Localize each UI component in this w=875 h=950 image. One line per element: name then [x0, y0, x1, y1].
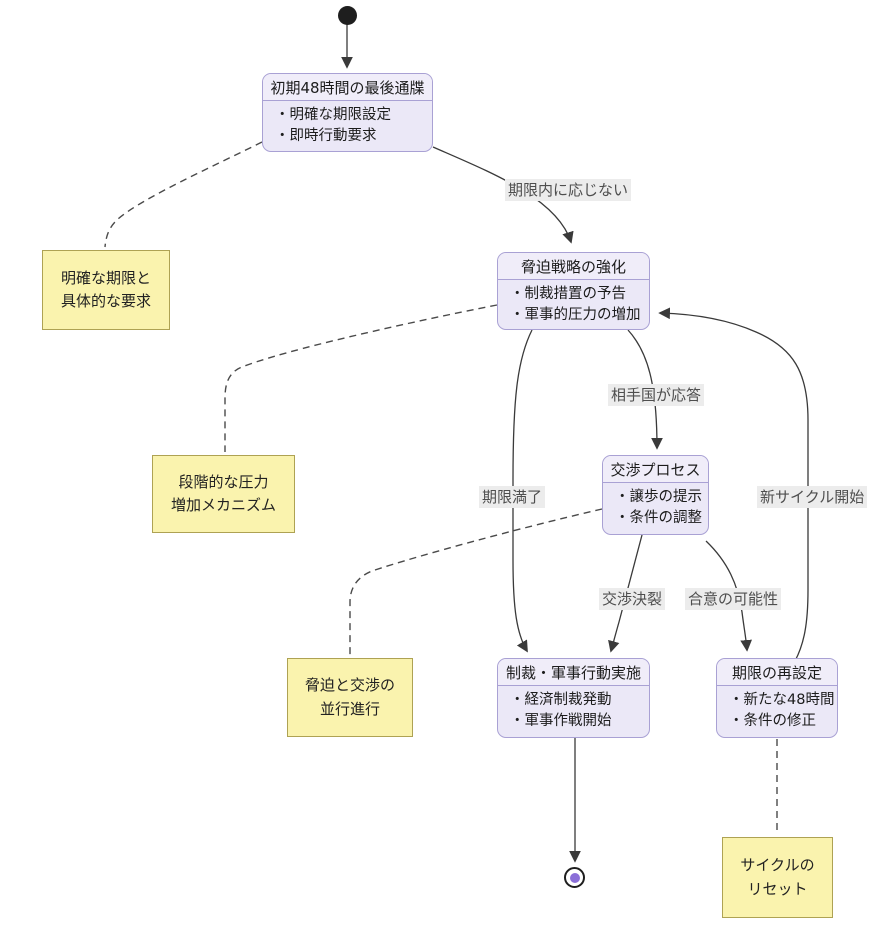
edge-escalation-to-negotiation — [627, 329, 663, 450]
activity-negotiation: 交渉プロセス ・譲歩の提示 ・条件の調整 — [602, 455, 709, 535]
note-line: 脅迫と交渉の — [304, 676, 395, 695]
activity-body-line: ・即時行動要求 — [275, 128, 377, 145]
edge-negotiation-to-note-parallel — [349, 508, 603, 656]
edge-escalation-to-note-pressure — [224, 304, 498, 452]
note-clear-deadline: 明確な期限と 具体的な要求 — [42, 250, 170, 330]
note-parallel: 脅迫と交渉の 並行進行 — [287, 658, 413, 737]
note-pressure: 段階的な圧力 増加メカニズム — [152, 455, 295, 533]
edge-label-breakdown: 交渉決裂 — [599, 588, 666, 611]
activity-ultimatum: 初期48時間の最後通牒 ・明確な期限設定 ・即時行動要求 — [262, 73, 433, 152]
activity-body-line: ・経済制裁発動 — [510, 692, 612, 708]
note-text: 脅迫と交渉の 並行進行 — [305, 674, 395, 721]
activity-title: 期限の再設定 — [717, 659, 837, 686]
activity-body: ・新たな48時間 ・条件の修正 — [717, 686, 837, 737]
edge-negotiation-to-reset — [705, 540, 753, 652]
activity-title: 制裁・軍事行動実施 — [498, 659, 649, 686]
note-line: 明確な期限と — [60, 268, 151, 287]
note-line: 具体的な要求 — [60, 292, 151, 310]
note-line: 段階的な圧力 — [178, 472, 269, 491]
activity-body-line: ・軍事的圧力の増加 — [510, 307, 641, 324]
activity-body: ・明確な期限設定 ・即時行動要求 — [263, 101, 432, 151]
activity-body-line: ・条件の修正 — [729, 713, 816, 730]
end-node-inner-dot — [569, 872, 580, 883]
activity-body-line: ・条件の調整 — [615, 510, 702, 527]
activity-body-line: ・明確な期限設定 — [275, 107, 391, 123]
activity-title: 交渉プロセス — [603, 456, 708, 483]
edge-reset-to-escalation — [658, 307, 809, 662]
edge-ultimatum-to-note-clear-deadline — [104, 141, 263, 248]
note-text: 段階的な圧力 増加メカニズム — [171, 471, 276, 518]
note-cycle-reset: サイクルの リセット — [722, 837, 833, 918]
edge-label-agreement: 合意の可能性 — [685, 588, 782, 611]
note-line: リセット — [747, 879, 808, 898]
activity-title: 脅迫戦略の強化 — [498, 253, 649, 280]
activity-escalation: 脅迫戦略の強化 ・制裁措置の予告 ・軍事的圧力の増加 — [497, 252, 650, 330]
start-node — [338, 6, 357, 25]
activity-reset: 期限の再設定 ・新たな48時間 ・条件の修正 — [716, 658, 838, 738]
activity-body-line: ・新たな48時間 — [729, 692, 835, 708]
note-line: 増加メカニズム — [170, 496, 276, 514]
note-text: 明確な期限と 具体的な要求 — [61, 267, 151, 314]
edge-label-no-response: 期限内に応じない — [505, 179, 632, 202]
activity-body: ・譲歩の提示 ・条件の調整 — [603, 483, 708, 534]
activity-body-line: ・軍事作戦開始 — [510, 713, 612, 730]
edge-escalation-to-action — [512, 329, 533, 653]
activity-body: ・制裁措置の予告 ・軍事的圧力の増加 — [498, 280, 649, 329]
activity-body: ・経済制裁発動 ・軍事作戦開始 — [498, 686, 649, 737]
edge-label-new-cycle: 新サイクル開始 — [757, 486, 868, 509]
note-line: サイクルの — [740, 856, 815, 875]
end-node — [564, 867, 585, 888]
edge-label-deadline-expired: 期限満了 — [479, 486, 546, 509]
edge-label-counterpart-responds: 相手国が応答 — [608, 384, 705, 407]
note-line: 並行進行 — [319, 699, 380, 718]
activity-body-line: ・譲歩の提示 — [615, 489, 702, 505]
edge-negotiation-to-action — [608, 534, 643, 653]
activity-body-line: ・制裁措置の予告 — [510, 286, 626, 302]
activity-title: 初期48時間の最後通牒 — [263, 74, 432, 101]
activity-action: 制裁・軍事行動実施 ・経済制裁発動 ・軍事作戦開始 — [497, 658, 650, 738]
note-text: サイクルの リセット — [740, 854, 814, 901]
